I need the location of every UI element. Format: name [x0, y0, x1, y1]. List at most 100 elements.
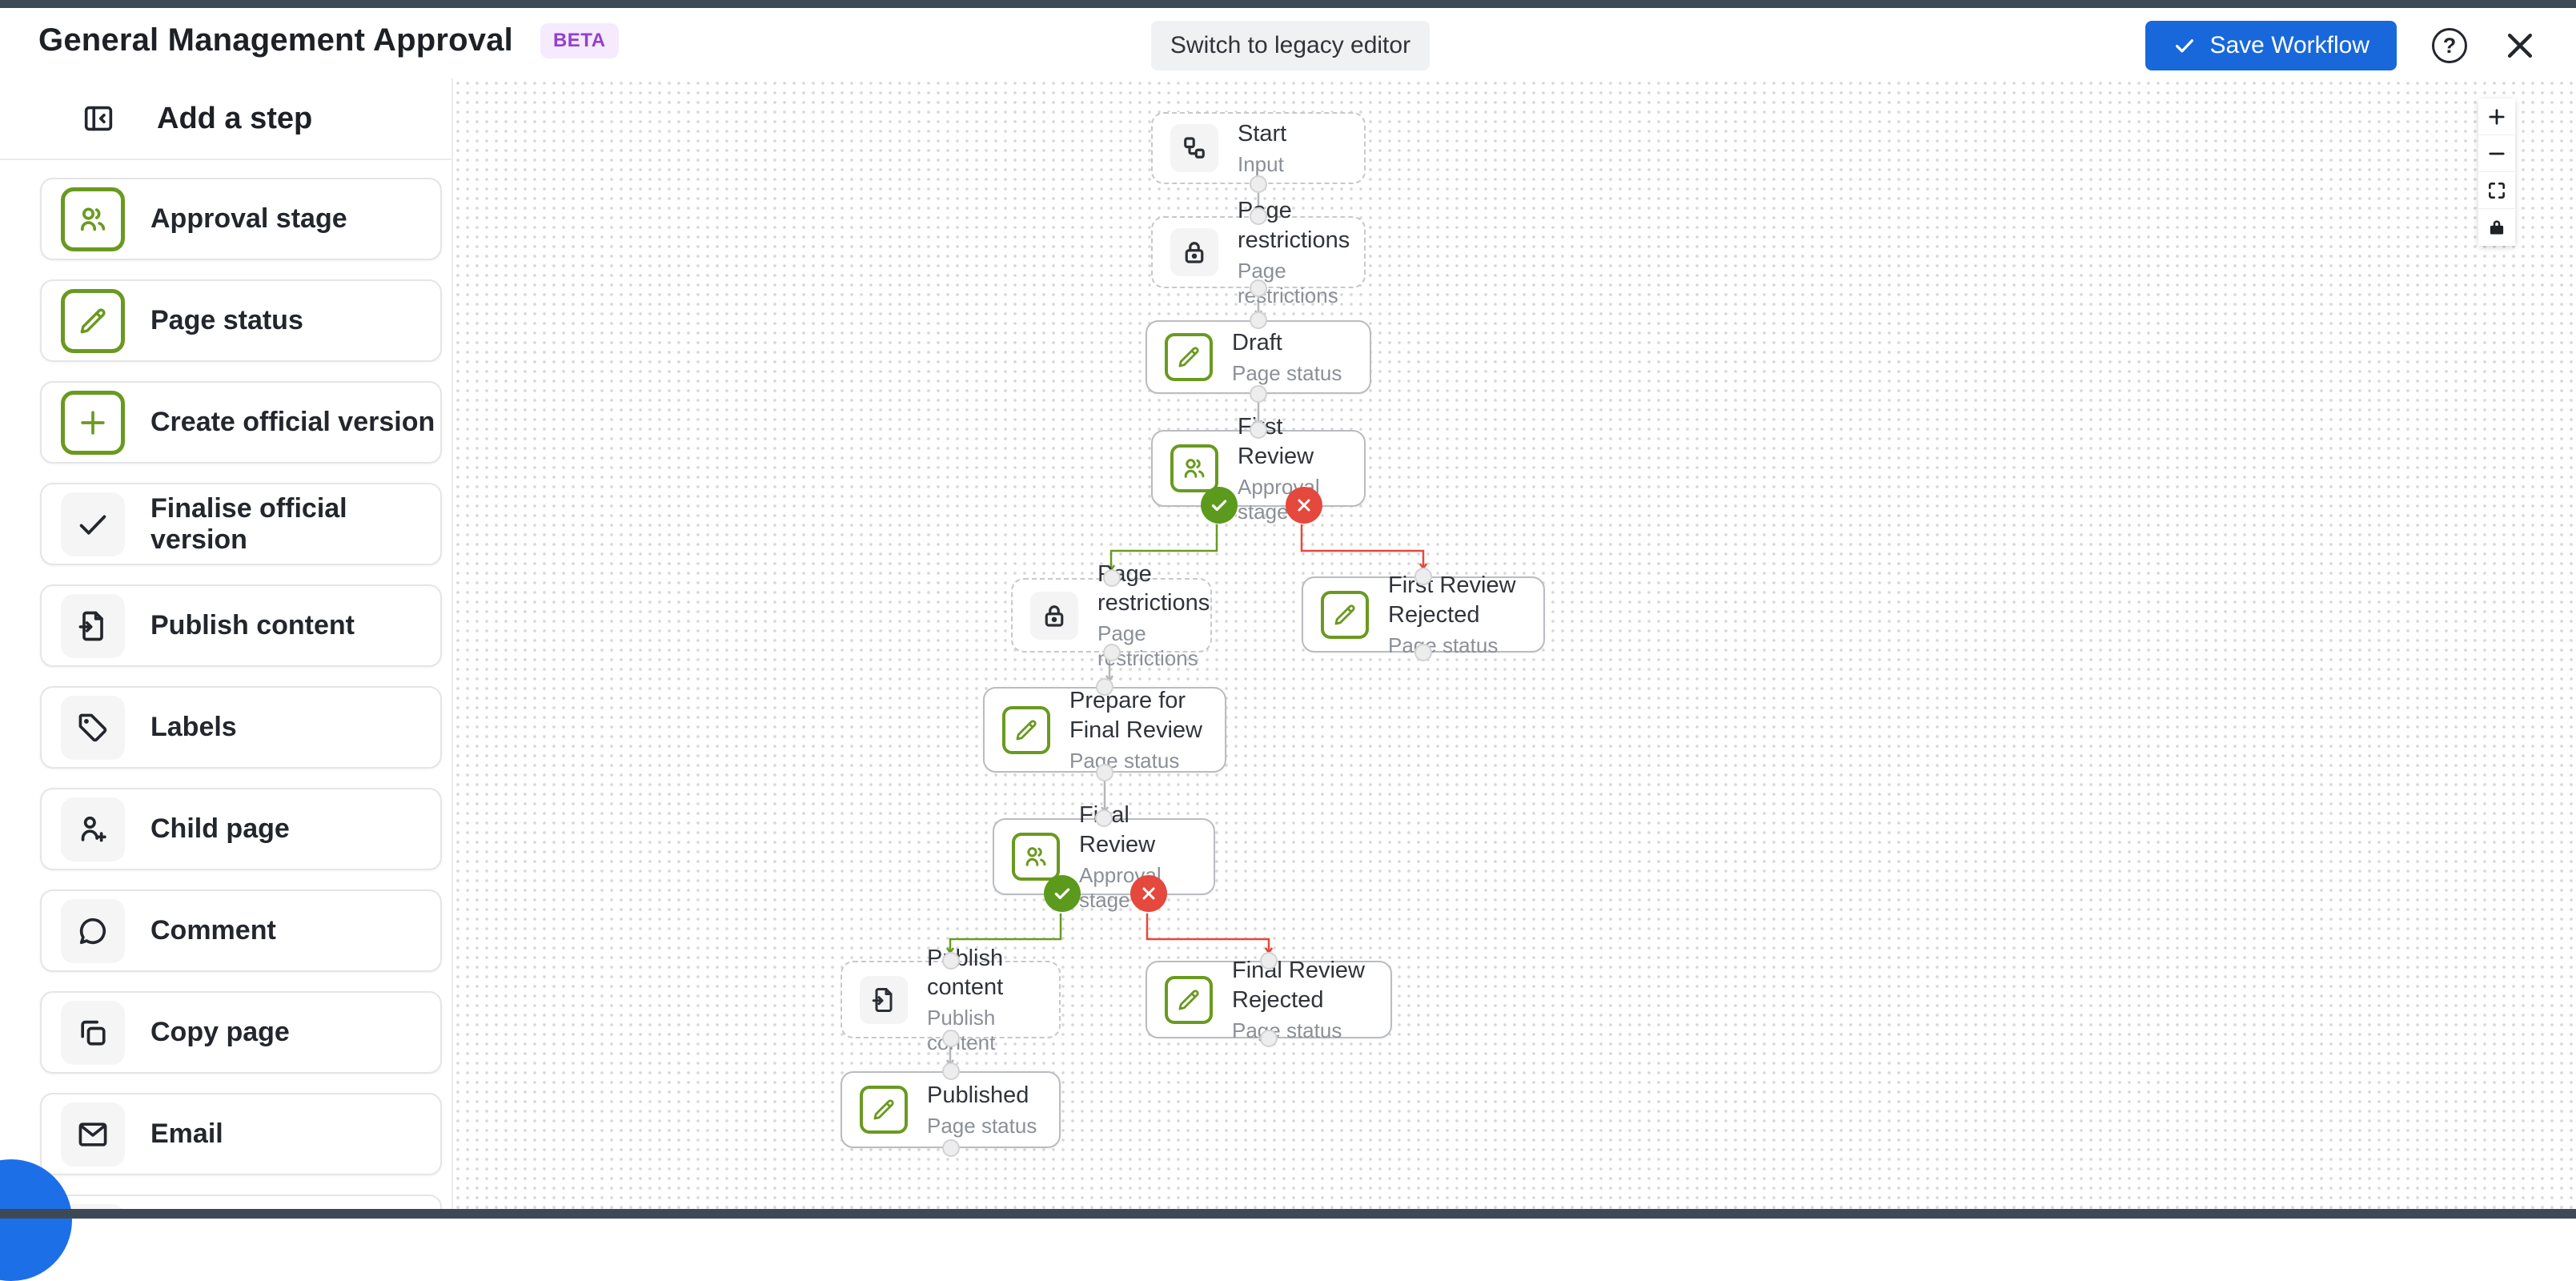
save-workflow-label: Save Workflow	[2209, 32, 2369, 59]
email-icon	[61, 1102, 125, 1167]
close-button[interactable]	[2502, 28, 2538, 63]
step-label: Finalise official version	[150, 493, 440, 556]
step-create-official-version[interactable]: Create official version	[40, 381, 442, 464]
step-publish-content[interactable]: Publish content	[40, 584, 442, 667]
port-top[interactable]	[1095, 809, 1113, 827]
workflow-editor: General Management Approval BETA Switch …	[0, 8, 2576, 1209]
flow-icon	[1170, 124, 1218, 172]
step-labels[interactable]: Labels	[40, 686, 442, 769]
tag-icon	[61, 696, 125, 760]
sidebar-title: Add a step	[157, 102, 312, 136]
port-bottom[interactable]	[1250, 385, 1267, 403]
port-bottom[interactable]	[942, 1139, 960, 1157]
help-button[interactable]: ?	[2432, 28, 2467, 63]
port-bottom[interactable]	[1096, 764, 1113, 781]
approved-branch-badge[interactable]	[1044, 875, 1081, 912]
editor-header: General Management Approval BETA Switch …	[0, 8, 2576, 78]
check-icon	[61, 492, 125, 556]
node-title: Page restrictions	[1238, 196, 1350, 255]
step-comment[interactable]: Comment	[40, 889, 442, 972]
step-page-status[interactable]: Page status	[40, 279, 442, 362]
fit-view-button[interactable]	[2478, 172, 2515, 209]
plus-icon	[61, 391, 125, 455]
node-title: Page restrictions	[1097, 560, 1210, 618]
port-bottom[interactable]	[1250, 279, 1267, 297]
step-email[interactable]: Email	[40, 1093, 442, 1175]
add-step-sidebar: Add a step Approval stage Page status Cr	[0, 78, 453, 1217]
people-icon	[1012, 833, 1060, 881]
person-add-icon	[61, 797, 125, 861]
pencil-icon	[1165, 976, 1213, 1024]
port-top[interactable]	[1096, 678, 1113, 696]
page-title: General Management Approval	[38, 22, 513, 58]
minus-icon	[2486, 143, 2508, 165]
port-top[interactable]	[1103, 569, 1121, 587]
node-subtitle: Page status	[1232, 361, 1342, 386]
lock-interactivity-button[interactable]	[2478, 209, 2515, 246]
port-top[interactable]	[1414, 568, 1432, 585]
port-bottom[interactable]	[1260, 1030, 1278, 1047]
node-title: First Review Rejected	[1388, 571, 1529, 629]
collapse-panel-button[interactable]	[80, 100, 117, 137]
step-label: Comment	[150, 915, 276, 946]
step-label: Create official version	[150, 407, 435, 438]
switch-to-legacy-editor-button[interactable]: Switch to legacy editor	[1151, 21, 1430, 70]
port-top[interactable]	[1260, 952, 1278, 970]
step-approval-stage[interactable]: Approval stage	[40, 178, 442, 260]
window-top-frame	[0, 0, 2576, 8]
help-icon: ?	[2432, 28, 2467, 63]
step-label: Publish content	[150, 610, 355, 641]
port-bottom[interactable]	[1414, 644, 1432, 661]
zoom-in-button[interactable]	[2478, 98, 2515, 135]
people-icon	[61, 187, 125, 251]
port-bottom[interactable]	[1103, 644, 1121, 661]
lock-icon	[1170, 228, 1218, 276]
window-bottom-frame	[0, 1209, 2576, 1219]
step-label: Approval stage	[150, 203, 347, 235]
step-list: Approval stage Page status Create offici…	[0, 160, 451, 1217]
step-finalise-official-version[interactable]: Finalise official version	[40, 483, 442, 565]
copy-icon	[61, 1001, 125, 1065]
port-top[interactable]	[1250, 311, 1267, 329]
port-top[interactable]	[942, 952, 960, 970]
port-bottom[interactable]	[942, 1030, 960, 1047]
port-top[interactable]	[1250, 421, 1267, 439]
pencil-icon	[860, 1086, 908, 1134]
step-child-page[interactable]: Child page	[40, 788, 442, 870]
node-title: Publish content	[927, 944, 1045, 1002]
node-subtitle: Page status	[1069, 749, 1210, 773]
zoom-out-button[interactable]	[2478, 135, 2515, 172]
port-top[interactable]	[1250, 207, 1267, 225]
publish-doc-icon	[61, 594, 125, 658]
pencil-icon	[61, 289, 125, 353]
port-bottom[interactable]	[1250, 175, 1267, 193]
step-copy-page[interactable]: Copy page	[40, 991, 442, 1074]
lock-icon	[2486, 217, 2507, 238]
rejected-branch-badge[interactable]	[1286, 487, 1322, 524]
pencil-icon	[1165, 333, 1213, 381]
approved-branch-badge[interactable]	[1201, 487, 1238, 524]
fit-view-icon	[2486, 180, 2507, 201]
rejected-branch-badge[interactable]	[1130, 875, 1167, 912]
save-workflow-button[interactable]: Save Workflow	[2145, 21, 2397, 70]
step-label: Child page	[150, 813, 290, 845]
port-top[interactable]	[942, 1062, 960, 1080]
comment-icon	[61, 899, 125, 963]
close-icon	[2502, 28, 2538, 63]
check-icon	[2173, 34, 2197, 58]
collapse-panel-icon	[80, 100, 117, 137]
node-title: Start	[1238, 119, 1286, 148]
step-label: Email	[150, 1118, 223, 1150]
